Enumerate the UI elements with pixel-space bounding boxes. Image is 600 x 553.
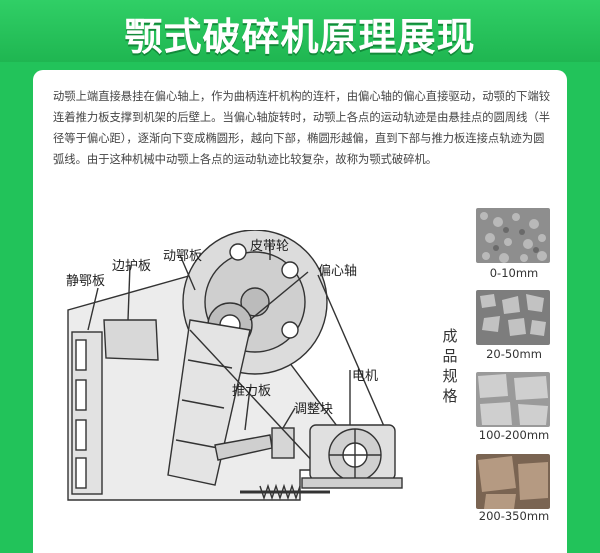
- label-static-jaw-plate: 静鄂板: [66, 274, 106, 289]
- size-label-1: 20-50mm: [486, 347, 542, 361]
- stone-image-100-200mm: [476, 372, 550, 427]
- specs-title: 成品规格: [442, 327, 458, 405]
- size-label-2: 100-200mm: [478, 428, 550, 442]
- adjust-block: [271, 427, 295, 459]
- description-text: 动颚上端直接悬挂在偏心轴上，作为曲柄连杆机构的连杆，由偏心轴的偏心直接驱动，动颚…: [53, 90, 551, 166]
- side-guard-plate: [103, 319, 159, 361]
- jaw-crusher-diagram: [67, 230, 403, 501]
- label-side-guard-plate: 边护板: [112, 259, 152, 274]
- page-title: 颚式破碎机原理展现: [124, 15, 476, 59]
- title-banner: 颚式破碎机原理展现: [0, 0, 600, 62]
- label-toggle-plate: 推力板: [232, 384, 272, 399]
- label-adjust-block: 调整块: [294, 402, 334, 417]
- stone-image-0-10mm: [476, 208, 550, 263]
- label-moving-jaw-plate: 动鄂板: [163, 249, 203, 264]
- size-label-3: 200-350mm: [478, 509, 550, 523]
- moving-jaw: [167, 319, 251, 486]
- label-eccentric-shaft: 偏心轴: [318, 264, 358, 279]
- label-pulley: 皮带轮: [250, 239, 290, 254]
- size-label-0: 0-10mm: [489, 266, 539, 280]
- stone-image-20-50mm: [476, 290, 550, 345]
- label-motor: 电机: [352, 369, 379, 384]
- stone-image-200-350mm: [476, 454, 550, 509]
